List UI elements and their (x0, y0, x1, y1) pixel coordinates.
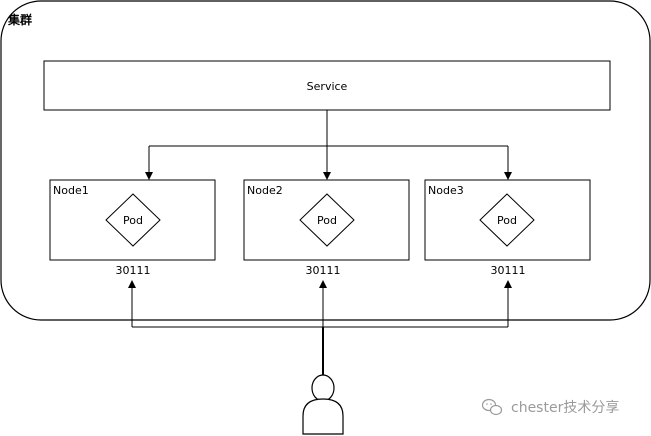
wechat-icon (481, 398, 503, 416)
pod-1-label: Pod (123, 214, 143, 227)
service-to-nodes-connectors (145, 110, 512, 180)
node-2-label: Node2 (247, 184, 283, 197)
node-3-label: Node3 (428, 184, 464, 197)
pod-2-diamond (299, 193, 355, 247)
pod-3-diamond (479, 193, 535, 247)
node-3-port: 30111 (491, 264, 526, 277)
pod-2-label: Pod (317, 214, 337, 227)
user-icon (302, 374, 344, 435)
service-label: Service (307, 80, 348, 93)
node-1: Node1 Pod 30111 (49, 179, 216, 277)
cluster-label: 集群 (7, 12, 32, 27)
watermark: chester技术分享 (481, 398, 619, 416)
watermark-text: chester技术分享 (511, 399, 619, 416)
node-1-port: 30111 (116, 264, 151, 277)
service-box (43, 60, 611, 111)
pod-3-label: Pod (497, 214, 517, 227)
node-2: Node2 Pod 30111 (243, 179, 410, 277)
node-3: Node3 Pod 30111 (424, 179, 591, 277)
node-1-label: Node1 (53, 184, 89, 197)
node-2-port: 30111 (306, 264, 341, 277)
pod-1-diamond (105, 193, 161, 247)
user-to-ports-connectors (128, 280, 512, 375)
